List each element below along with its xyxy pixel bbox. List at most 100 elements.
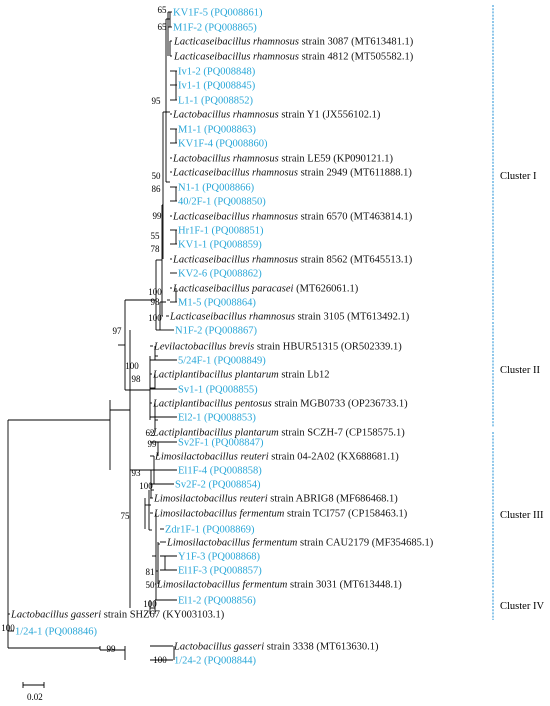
leaf-text-part: Lacticaseibacillus rhamnosus — [173, 37, 299, 48]
leaf-label-brevis: Levilactobacillus brevis strain HBUR5131… — [153, 342, 402, 353]
leaf-text-part: strain SHZ67 (KY003103.1) — [101, 610, 225, 621]
leaf-label-l11: L1-1 (PQ008852) — [178, 96, 253, 107]
leaf-text-part: strain 3087 (MT613481.1) — [299, 37, 414, 48]
leaf-label-hr1f1: Hr1F-1 (PQ008851) — [178, 226, 264, 237]
leaf-label-kv1f5: KV1F-5 (PQ008861) — [173, 8, 263, 19]
leaf-text-part: KV1F-5 (PQ008861) — [173, 8, 263, 19]
leaf-text-part: strain 3338 (MT613630.1) — [264, 642, 379, 653]
leaf-text-part: KV1-1 (PQ008859) — [178, 240, 262, 251]
bootstrap-value: 99 — [153, 211, 163, 221]
bootstrap-value: 86 — [152, 184, 162, 194]
leaf-text-part: strain 4812 (MT505582.1) — [299, 52, 414, 63]
leaf-label-reu04: Limosilactobacillus reuteri strain 04-2A… — [154, 452, 399, 463]
leaf-text-part: El1F-4 (PQ008858) — [178, 466, 262, 477]
leaf-text-part: Lactiplantibacillus plantarum — [152, 428, 279, 439]
bootstrap-value: 100 — [143, 599, 157, 609]
leaf-label-cau: Limosilactobacillus fermentum strain CAU… — [166, 538, 434, 549]
leaf-label-lb12: Lactiplantibacillus plantarum strain Lb1… — [152, 370, 329, 381]
leaf-label-el12: El1-2 (PQ008856) — [178, 596, 256, 607]
bootstrap-value: 100 — [148, 313, 162, 323]
leaf-text-part: strain MGB0733 (OP236733.1) — [272, 399, 408, 410]
leaf-text-part: Lactobacillus gasseri — [10, 610, 101, 621]
leaf-label-kv26: KV2-6 (PQ008862) — [178, 269, 262, 280]
leaf-text-part: L1-1 (PQ008852) — [178, 96, 253, 107]
leaf-text-part: El2-1 (PQ008853) — [178, 413, 256, 424]
leaf-label-ry1: Lactobacillus rhamnosus strain Y1 (JX556… — [172, 110, 381, 121]
leaf-label-scz: Lactiplantibacillus plantarum strain SCZ… — [152, 428, 405, 439]
leaf-text-part: El1F-3 (PQ008857) — [178, 566, 262, 577]
leaf-text-part: Iv1-1 (PQ008845) — [178, 81, 256, 92]
leaf-text-part: Lactiplantibacillus plantarum — [152, 370, 279, 381]
cluster-label: Cluster IV — [500, 601, 544, 612]
leaf-label-r4812: Lacticaseibacillus rhamnosus strain 4812… — [173, 52, 414, 63]
leaf-text-part: Limosilactobacillus reuteri — [153, 494, 268, 505]
bootstrap-value: 75 — [121, 511, 131, 521]
leaf-text-part: Iv1-2 (PQ008848) — [178, 67, 256, 78]
leaf-text-part: KV2-6 (PQ008862) — [178, 269, 262, 280]
leaf-label-m15: M1-5 (PQ008864) — [178, 298, 256, 309]
leaf-label-g1242: 1/24-2 (PQ008844) — [174, 656, 256, 667]
leaf-label-para: Lacticaseibacillus paracasei (MT626061.1… — [172, 284, 359, 295]
leaf-label-f3031: Limosilactobacillus fermentum strain 303… — [156, 580, 402, 591]
leaf-label-el21: El2-1 (PQ008853) — [178, 413, 256, 424]
leaf-text-part: strain SCZH-7 (CP158575.1) — [279, 428, 406, 439]
cluster-label: Cluster III — [500, 510, 544, 521]
bootstrap-value: 55 — [151, 231, 161, 241]
leaf-text-part: Lacticaseibacillus rhamnosus — [172, 168, 298, 179]
leaf-label-iv12: Iv1-2 (PQ008848) — [178, 67, 256, 78]
leaf-label-zdr: Zdr1F-1 (PQ008869) — [165, 525, 255, 536]
leaf-label-el1f4: El1F-4 (PQ008858) — [178, 466, 262, 477]
leaf-text-part: Limosilactobacillus fermentum — [153, 509, 285, 520]
leaf-text-part: M1F-2 (PQ008865) — [173, 23, 257, 34]
leaf-text-part: strain LE59 (KP090121.1) — [279, 154, 394, 165]
leaf-text-part: Lacticaseibacillus rhamnosus — [173, 52, 299, 63]
leaf-label-m11: M1-1 (PQ008863) — [178, 125, 256, 136]
bootstrap-value: 50 — [152, 171, 162, 181]
leaf-label-g124: 1/24-1 (PQ008846) — [15, 627, 97, 638]
leaf-text-part: Lacticaseibacillus rhamnosus — [172, 212, 298, 223]
leaf-text-part: Lactobacillus gasseri — [173, 642, 264, 653]
leaf-label-f524: 5/24F-1 (PQ008849) — [178, 356, 266, 367]
leaf-label-sv2f1: Sv2F-1 (PQ008847) — [178, 438, 264, 449]
leaf-text-part: Y1F-3 (PQ008868) — [178, 552, 260, 563]
leaf-label-r8562: Lacticaseibacillus rhamnosus strain 8562… — [172, 255, 413, 266]
leaf-label-y1f3: Y1F-3 (PQ008868) — [178, 552, 260, 563]
leaf-text-part: Limosilactobacillus reuteri — [154, 452, 269, 463]
leaf-text-part: Lactobacillus rhamnosus — [172, 110, 279, 121]
bootstrap-value: 65 — [158, 22, 168, 32]
leaf-text-part: Zdr1F-1 (PQ008869) — [165, 525, 255, 536]
leaf-text-part: Lacticaseibacillus rhamnosus — [172, 255, 298, 266]
leaf-label-f402: 40/2F-1 (PQ008850) — [178, 197, 266, 208]
leaf-label-g3338: Lactobacillus gasseri strain 3338 (MT613… — [173, 642, 379, 653]
leaf-text-part: Lactobacillus rhamnosus — [172, 154, 279, 165]
leaf-text-part: Lacticaseibacillus paracasei — [172, 284, 294, 295]
cluster-label: Cluster II — [500, 365, 540, 376]
bootstrap-value: 95 — [152, 96, 162, 106]
bootstrap-value: 98 — [151, 297, 161, 307]
bootstrap-value: 98 — [132, 374, 142, 384]
leaf-label-abrig: Limosilactobacillus reuteri strain ABRIG… — [153, 494, 398, 505]
bootstrap-value: 81 — [146, 567, 155, 577]
leaf-label-tci: Limosilactobacillus fermentum strain TCI… — [153, 509, 408, 520]
leaf-text-part: Limosilactobacillus fermentum — [156, 580, 288, 591]
leaf-label-r6570: Lacticaseibacillus rhamnosus strain 6570… — [172, 212, 413, 223]
leaf-text-part: strain 8562 (MT645513.1) — [298, 255, 413, 266]
bootstrap-value: 100 — [153, 655, 167, 665]
bootstrap-value: 100 — [1, 623, 15, 633]
leaf-text-part: Levilactobacillus brevis — [153, 342, 254, 353]
leaf-text-part: Hr1F-1 (PQ008851) — [178, 226, 264, 237]
leaf-label-kv11: KV1-1 (PQ008859) — [178, 240, 262, 251]
leaf-text-part: Sv2F-1 (PQ008847) — [178, 438, 264, 449]
leaf-text-part: Sv2F-2 (PQ008854) — [175, 480, 261, 491]
leaf-label-el1f3: El1F-3 (PQ008857) — [178, 566, 262, 577]
leaf-label-sv11: Sv1-1 (PQ008855) — [178, 385, 258, 396]
bootstrap-value: 65 — [158, 5, 168, 15]
leaf-label-pent: Lactiplantibacillus pentosus strain MGB0… — [152, 399, 408, 410]
leaf-text-part: strain 2949 (MT611888.1) — [298, 168, 412, 179]
leaf-label-iv11: Iv1-1 (PQ008845) — [178, 81, 256, 92]
leaf-text-part: strain 3105 (MT613492.1) — [295, 312, 410, 323]
leaf-text-part: 1/24-1 (PQ008846) — [15, 627, 97, 638]
leaf-label-n11: N1-1 (PQ008866) — [178, 183, 255, 194]
leaf-text-part: Lactiplantibacillus pentosus — [152, 399, 272, 410]
